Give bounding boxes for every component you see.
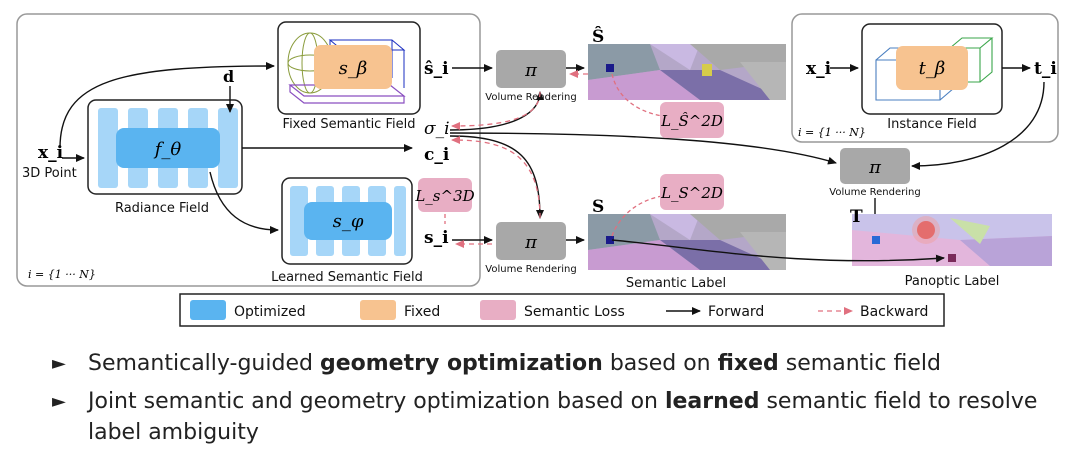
pipeline-diagram: s_β Fixed Semantic Field f_θ Radiance Fi… (16, 13, 1059, 327)
bullet-marker: ► (52, 353, 66, 374)
bullet-item-1: ► Semantically-guided geometry optimizat… (52, 348, 1062, 379)
point-label: 3D Point (22, 166, 77, 181)
render-label-top: Volume Rendering (485, 92, 576, 103)
loss-3d-box (418, 178, 472, 212)
render-box-top (496, 50, 566, 88)
instance-field-label: Instance Field (887, 117, 976, 132)
s-beta-label: s_β (339, 58, 368, 79)
index-right: i = {1 ··· N} (798, 126, 866, 139)
bullet-text: semantic field to resolve label ambiguit… (88, 389, 1038, 445)
legend-fixed-label: Fixed (404, 304, 440, 320)
render-label-right: Volume Rendering (829, 187, 920, 198)
render-box-right (840, 148, 910, 184)
bullet-item-2: ► Joint semantic and geometry optimizati… (52, 386, 1062, 448)
s-beta-box (314, 45, 392, 89)
pixel-marker-bottom (606, 236, 614, 244)
bullet-list: ► Semantically-guided geometry optimizat… (52, 348, 1062, 455)
render-box-bottom (496, 222, 566, 260)
bullet-text: semantic field (778, 351, 941, 376)
x-i-label: x_i (38, 143, 64, 163)
radiance-field-label: Radiance Field (115, 201, 209, 216)
legend-loss-label: Semantic Loss (524, 304, 625, 320)
panoptic-image (852, 214, 1052, 266)
s-hat-label: Ŝ (592, 26, 604, 47)
s-phi-label: s_φ (333, 211, 364, 232)
legend-box (179, 293, 945, 327)
f-theta-box (116, 128, 220, 168)
bullet-text: Joint semantic and geometry optimization… (88, 389, 665, 414)
legend-fixed-swatch (360, 300, 396, 320)
fixed-field-label: Fixed Semantic Field (283, 117, 416, 132)
legend-backward-label: Backward (860, 304, 928, 320)
bullet-text: Semantically-guided (88, 351, 320, 376)
loss-3d-label: L_s^3D (414, 187, 474, 205)
legend-forward-label: Forward (708, 304, 764, 320)
left-frame (16, 13, 481, 287)
t-i-label: t_i (1034, 59, 1057, 79)
panoptic-label-caption: Panoptic Label (905, 274, 1000, 289)
d-label: d (223, 67, 234, 86)
render-label-bottom: Volume Rendering (485, 264, 576, 275)
loss-2d-hat-label: L_Ŝ^2D (660, 112, 723, 130)
t-label: T (850, 207, 863, 227)
pixel-marker-top (606, 64, 614, 72)
pi-top-label: π (524, 60, 538, 81)
bullet-emphasis: geometry optimization (319, 351, 603, 376)
s-label: S (592, 197, 604, 217)
learned-field-label: Learned Semantic Field (271, 270, 423, 285)
legend-optimized-swatch (190, 300, 226, 320)
t-beta-label: t_β (919, 58, 946, 79)
bullet-emphasis: fixed (717, 351, 779, 376)
s-i-label: s_i (424, 228, 449, 248)
s-phi-box (304, 202, 392, 240)
bullet-text: based on (602, 351, 718, 376)
x-i-right-label: x_i (806, 59, 832, 79)
f-theta-label: f_θ (153, 139, 182, 160)
bullet-marker: ► (52, 391, 66, 412)
pixel-marker-panoptic (948, 254, 956, 262)
legend-optimized-label: Optimized (234, 304, 306, 320)
semantic-label-caption: Semantic Label (626, 276, 726, 291)
s-hat-i-label: ŝ_i (424, 59, 449, 79)
bullet-emphasis: learned (664, 389, 760, 414)
semantic-image-top (588, 44, 786, 100)
t-beta-box (896, 46, 968, 90)
pi-right-label: π (868, 157, 882, 178)
index-left: i = {1 ··· N} (28, 268, 96, 281)
loss-2d-hat-box (660, 102, 724, 138)
legend-loss-swatch (480, 300, 516, 320)
loss-2d-label: L_S^2D (660, 184, 723, 202)
semantic-image-bottom (588, 214, 786, 270)
c-i-label: c_i (424, 145, 450, 165)
sigma-i-label: σ_i (424, 119, 450, 139)
loss-2d-box (660, 174, 724, 210)
pi-bottom-label: π (524, 232, 538, 253)
right-frame (791, 13, 1059, 143)
